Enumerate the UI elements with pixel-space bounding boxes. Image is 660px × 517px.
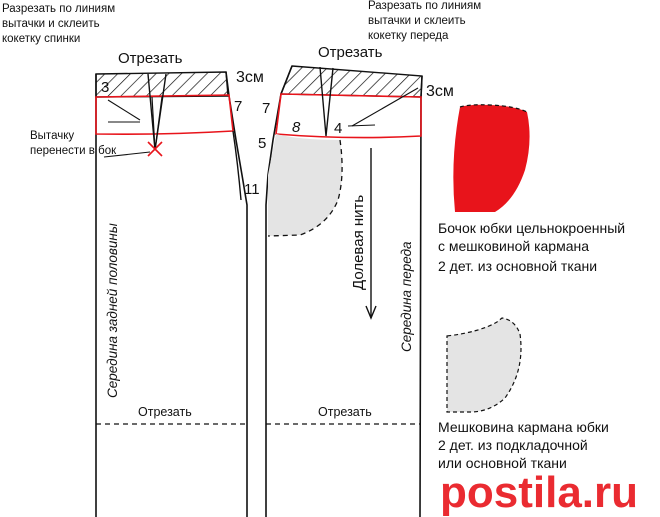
measure-4: 4 [334, 120, 342, 137]
back-yoke-hatched [95, 71, 229, 98]
front-pocket-area [268, 134, 343, 236]
back-cut-note-line3: кокетку спинки [2, 33, 80, 45]
front-yoke-hatched [279, 65, 423, 98]
legend-pocket-line2: 2 дет. из подкладочной [438, 437, 588, 453]
cut-off-top-back: Отрезать [118, 50, 183, 67]
front-cut-note-line3: кокетку переда [368, 30, 449, 42]
grain-line-label: Долевая нить [350, 195, 367, 290]
legend-side-piece-line1: Бочок юбки цельнокроенный [438, 220, 625, 236]
cut-off-bottom-back: Отрезать [138, 405, 192, 419]
dart-note-line2: перенести в бок [30, 145, 117, 157]
front-yoke-red [275, 93, 422, 139]
front-center-label: Середина переда [399, 241, 414, 352]
front-cut-note-line1: Разрезать по линиям [368, 0, 481, 12]
back-panel [95, 71, 248, 517]
measure-11: 11 [244, 181, 260, 198]
cut-off-top-front: Отрезать [318, 44, 383, 61]
legend-pocket-line1: Мешковина кармана юбки [438, 419, 609, 435]
front-dart [319, 66, 334, 137]
watermark: postila.ru [440, 468, 638, 517]
side-piece-red-dashed [459, 104, 528, 113]
back-cut-note-line1: Разрезать по линиям [2, 3, 115, 15]
side-piece-red [453, 104, 530, 212]
front-cut-note-line2: вытачки и склеить [368, 15, 466, 27]
measure-7-front: 7 [262, 100, 270, 117]
back-cut-note-line2: вытачки и склеить [2, 18, 100, 30]
yoke-height-front: 3см [426, 83, 454, 100]
back-side-curve [232, 130, 242, 201]
front-panel [265, 65, 423, 517]
measure-3: 3 [101, 79, 109, 96]
front-pocket-dashed [267, 139, 343, 237]
annotation-text: Разрезать по линиям вытачки и склеить ко… [2, 0, 638, 517]
back-dart-inner [151, 96, 163, 151]
dart-note-line1: Вытачку [30, 130, 74, 142]
pointer-lines [103, 87, 419, 158]
cut-off-bottom-front: Отрезать [318, 405, 372, 419]
measure-7-back: 7 [234, 98, 242, 115]
back-panel-outline [95, 71, 248, 517]
legend-side-piece-line3: 2 дет. из основной ткани [438, 258, 597, 274]
pocket-bag-grey [446, 317, 522, 413]
legend-pocket-line3: или основной ткани [438, 455, 567, 471]
grain-line-arrow [365, 148, 377, 320]
yoke-height-back: 3см [236, 69, 264, 86]
back-center-label: Середина задней половины [105, 223, 120, 398]
back-yoke-red [95, 94, 234, 135]
measure-8: 8 [292, 119, 301, 136]
legend-side-piece-line2: с мешковиной кармана [438, 238, 589, 254]
dart-transfer-cross [147, 141, 163, 157]
measure-5: 5 [258, 135, 266, 152]
